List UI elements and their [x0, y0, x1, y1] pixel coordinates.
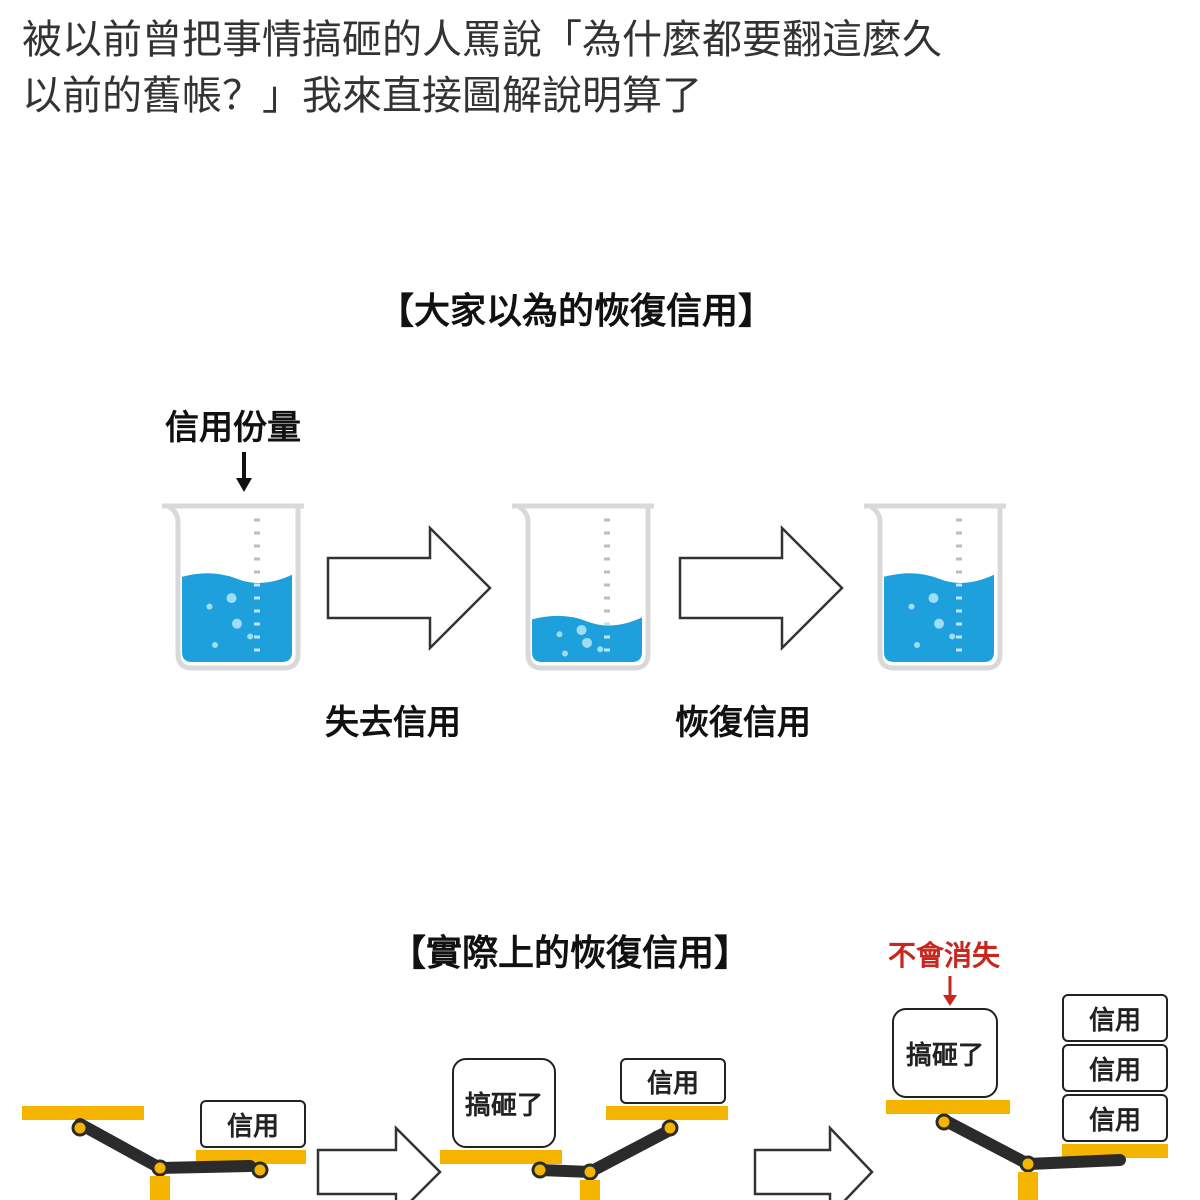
- bubble: [562, 650, 568, 657]
- bubble: [212, 641, 218, 648]
- beaker-outline: [162, 503, 304, 671]
- balance-scale-3: [886, 1100, 1168, 1200]
- note-down-arrow: [943, 976, 957, 1006]
- bubble: [914, 641, 920, 648]
- balance-scale-2: [440, 1106, 728, 1200]
- beaker-2: [512, 503, 654, 671]
- bubble: [908, 603, 915, 610]
- bubble: [949, 633, 956, 640]
- beaker-outline: [864, 503, 1006, 671]
- bubble: [928, 593, 939, 604]
- water-fill-3: [884, 573, 994, 662]
- perceived-title: 【大家以為的恢復信用】: [378, 291, 775, 332]
- bubble: [582, 637, 592, 648]
- scale1-credit-box: 信用: [200, 1100, 306, 1148]
- caption-line-1: 被以前曾把事情搞砸的人罵說「為什麼都要翻這麼久: [22, 17, 942, 63]
- lose-credit-label: 失去信用: [325, 703, 461, 743]
- actual-title: 【實際上的恢復信用】: [390, 933, 751, 974]
- scale3-credit-box-1: 信用: [1062, 994, 1168, 1042]
- bubble: [206, 603, 213, 610]
- hollow-arrow-2: [678, 524, 844, 652]
- beakers-group: [162, 503, 1006, 671]
- wont-disappear-note: 不會消失: [888, 939, 1001, 972]
- hollow-arrow-1: [326, 524, 492, 652]
- scale2-messed-up-box: 搞砸了: [452, 1058, 556, 1148]
- beaker-1: [162, 503, 304, 671]
- hollow-arrow-4: [753, 1124, 874, 1200]
- pointer-down-arrow: [236, 452, 252, 492]
- bubble: [226, 593, 237, 604]
- caption-line-2: 以前的舊帳？」我來直接圖解說明算了: [22, 73, 702, 119]
- post-caption: 被以前曾把事情搞砸的人罵說「為什麼都要翻這麼久 以前的舊帳？」我來直接圖解說明算…: [22, 12, 1182, 124]
- restore-credit-label: 恢復信用: [675, 703, 811, 743]
- balance-scale-1: [22, 1106, 306, 1200]
- bubble: [247, 633, 254, 640]
- scale3-credit-box-2: 信用: [1062, 1044, 1168, 1092]
- water-fill-1: [182, 573, 292, 662]
- hollow-arrow-3: [316, 1124, 442, 1200]
- bubble: [232, 618, 242, 629]
- beaker-outline: [512, 503, 654, 671]
- bubble: [597, 646, 604, 653]
- scale3-credit-box-3: 信用: [1062, 1094, 1168, 1142]
- bubble: [934, 618, 944, 629]
- scale3-messed-up-box: 搞砸了: [892, 1008, 998, 1098]
- bubble: [576, 625, 587, 636]
- bubble: [556, 631, 563, 638]
- credit-amount-label: 信用份量: [165, 408, 301, 448]
- scale2-credit-box: 信用: [620, 1058, 726, 1104]
- beaker-3: [864, 503, 1006, 671]
